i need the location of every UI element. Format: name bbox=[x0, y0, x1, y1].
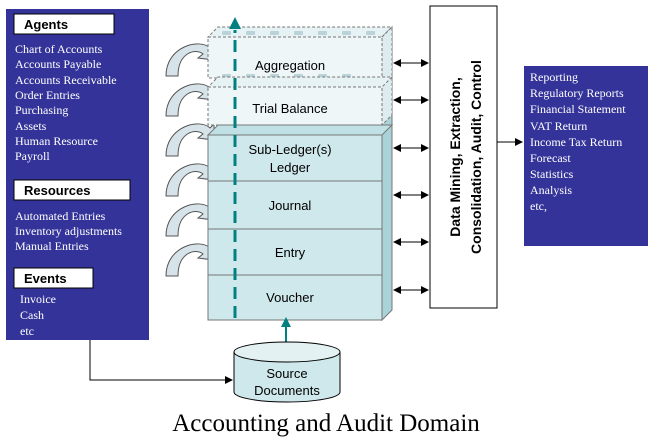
left-panel: Agents Chart of Accounts Accounts Payabl… bbox=[6, 9, 149, 340]
layer-voucher-label: Voucher bbox=[266, 290, 314, 305]
output-item: Forecast bbox=[530, 151, 571, 165]
layer-stack: Aggregation Trial Balance Sub-Ledger(s) … bbox=[206, 17, 394, 322]
output-item: Regulatory Reports bbox=[530, 86, 624, 100]
layer-journal-label: Journal bbox=[269, 198, 312, 213]
agents-item: Order Entries bbox=[15, 88, 80, 102]
output-item: Income Tax Return bbox=[530, 135, 622, 149]
resources-item: Manual Entries bbox=[15, 239, 89, 253]
source-label-line1: Source bbox=[266, 366, 307, 381]
layer-sub-ledger bbox=[207, 134, 383, 182]
output-item: Statistics bbox=[530, 167, 574, 181]
data-box-frame bbox=[429, 5, 498, 309]
cylinder-body bbox=[233, 352, 341, 403]
layer-trial-balance bbox=[207, 86, 383, 126]
dashed-up-arrow-head-icon bbox=[229, 17, 241, 29]
data-box-line2: Consolidation, Audit, Control bbox=[468, 60, 484, 254]
right-panel-background bbox=[524, 66, 648, 246]
agents-list: Chart of Accounts Accounts Payable Accou… bbox=[15, 42, 117, 163]
agents-header: Agents bbox=[24, 17, 68, 32]
events-header: Events bbox=[24, 271, 67, 286]
output-item: VAT Return bbox=[530, 119, 587, 133]
events-header-box bbox=[13, 267, 94, 289]
resources-item: Inventory adjustments bbox=[15, 224, 122, 238]
resources-header: Resources bbox=[24, 183, 90, 198]
layer-journal bbox=[207, 180, 383, 230]
layer-aggregation bbox=[207, 36, 383, 79]
curved-arrow-icon bbox=[165, 202, 215, 237]
output-item: etc, bbox=[530, 199, 547, 213]
layer-trial-balance-label: Trial Balance bbox=[252, 101, 327, 116]
layer-aggregation-label: Aggregation bbox=[255, 58, 325, 73]
agents-item: Payroll bbox=[15, 149, 50, 163]
stack-side-face-upper bbox=[381, 25, 393, 127]
curved-arrow-icon bbox=[165, 122, 215, 157]
output-item: Reporting bbox=[530, 70, 578, 84]
events-item: etc bbox=[20, 324, 34, 338]
diagram-caption: Accounting and Audit Domain bbox=[172, 410, 480, 437]
curved-arrow-icon bbox=[165, 242, 215, 277]
curved-arrow-icon bbox=[165, 42, 215, 77]
agents-item: Accounts Receivable bbox=[15, 73, 117, 87]
data-box-line1: Data Mining, Extraction, bbox=[447, 77, 463, 236]
curved-arrows bbox=[165, 42, 215, 277]
events-list: Invoice Cash etc bbox=[20, 292, 56, 338]
layer-voucher bbox=[207, 274, 383, 321]
stack-data-connectors bbox=[393, 59, 429, 294]
output-item: Financial Statement bbox=[530, 102, 626, 116]
agents-item: Purchasing bbox=[15, 103, 68, 117]
events-to-source-connector-icon bbox=[89, 340, 233, 384]
resources-list: Automated Entries Inventory adjustments … bbox=[15, 209, 122, 253]
layer-entry-label: Entry bbox=[275, 245, 306, 260]
agents-item: Assets bbox=[15, 119, 47, 133]
agents-item: Human Resource bbox=[15, 134, 98, 148]
data-processing-box: Data Mining, Extraction, Consolidation, … bbox=[429, 5, 498, 309]
outputs-list: Reporting Regulatory Reports Financial S… bbox=[530, 70, 626, 213]
curved-arrow-icon bbox=[165, 162, 215, 197]
layer-ledger-label: Ledger bbox=[270, 160, 311, 175]
right-panel: Reporting Regulatory Reports Financial S… bbox=[524, 66, 648, 246]
curved-arrow-icon bbox=[165, 82, 215, 117]
layer-sub-ledger-label: Sub-Ledger(s) bbox=[248, 142, 331, 157]
agents-item: Chart of Accounts bbox=[15, 42, 103, 56]
resources-header-box bbox=[13, 179, 131, 201]
source-documents: Source Documents bbox=[89, 317, 341, 403]
output-item: Analysis bbox=[530, 183, 572, 197]
events-item: Invoice bbox=[20, 292, 56, 306]
source-label-line2: Documents bbox=[254, 383, 320, 398]
agents-item: Accounts Payable bbox=[15, 57, 101, 71]
events-item: Cash bbox=[20, 308, 44, 322]
cylinder-top bbox=[233, 341, 341, 363]
agents-header-box bbox=[13, 13, 115, 35]
resources-item: Automated Entries bbox=[15, 209, 106, 223]
